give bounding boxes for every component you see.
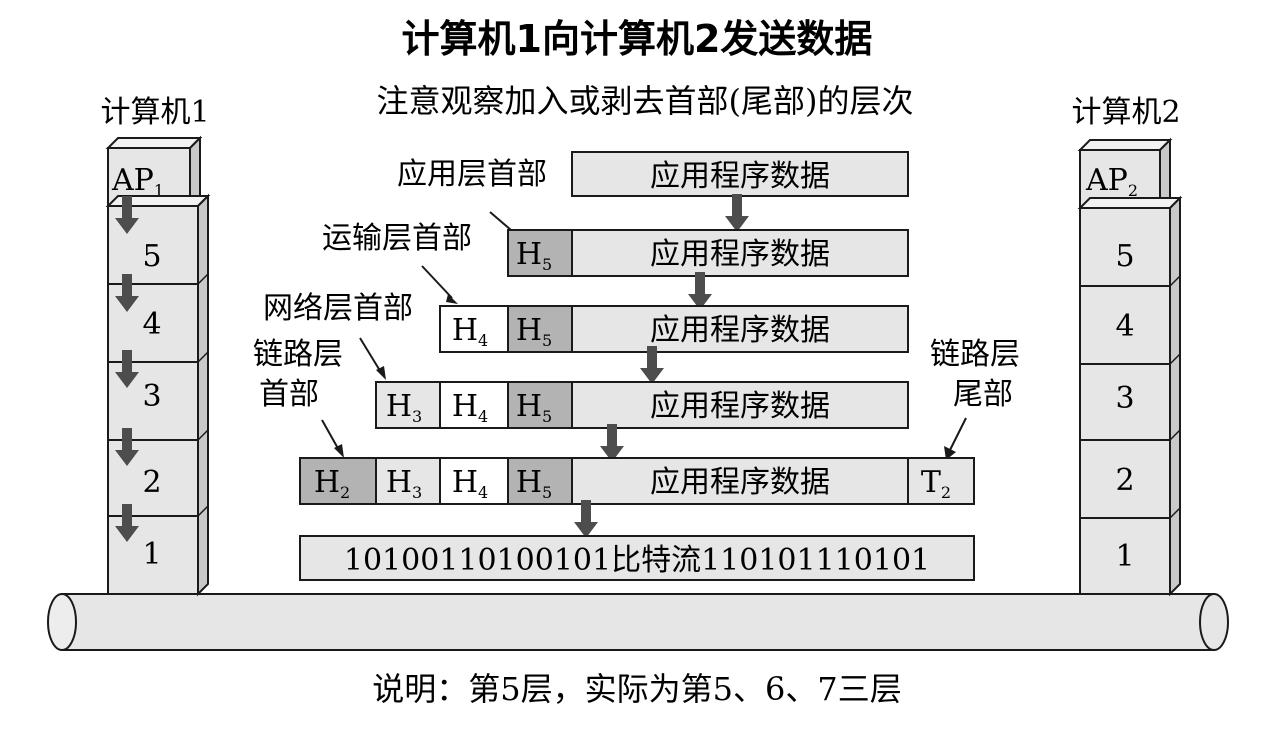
c2-layer-3: 3: [1115, 381, 1134, 416]
computer2-label: 计算机2: [1071, 95, 1180, 130]
encap-down-arrow-icon: [600, 424, 624, 462]
bitstream-row: 10100110100101比特流110101110101: [299, 535, 975, 581]
transport-data-text: 应用程序数据: [650, 237, 830, 272]
diagram-note: 说明：第5层，实际为第5、6、7三层: [372, 670, 901, 708]
h5-cell: [507, 381, 573, 429]
frame-data-text: 应用程序数据: [650, 465, 830, 500]
app-data-text: 应用程序数据: [650, 159, 830, 194]
computer1-stack: 计算机1 AP1 5 4 3 2 1: [100, 95, 211, 597]
diagram-title: 计算机1向计算机2发送数据: [402, 17, 873, 61]
h3-label: H3: [386, 465, 422, 502]
computer2-ap-label: AP2: [1085, 163, 1138, 200]
c2-layer-1: 1: [1115, 539, 1134, 574]
link-trailer-label-line2: 尾部: [953, 377, 1013, 412]
encap-down-arrow-icon: [725, 194, 749, 232]
network-data-cell: [571, 305, 909, 353]
h2-cell: [299, 457, 377, 505]
bitstream-cell: [299, 535, 975, 581]
h5-cell: [507, 457, 573, 505]
c1-layer-3: 3: [142, 379, 161, 414]
link-data-cell: [571, 381, 909, 429]
network-header-label: 网络层首部: [263, 291, 413, 326]
h3-label: H3: [386, 389, 422, 426]
network-data-text: 应用程序数据: [650, 313, 830, 348]
encap-down-arrow-icon: [688, 272, 712, 310]
c1-layer-5: 5: [142, 239, 161, 274]
h5-label: H5: [516, 389, 552, 426]
c1-layer-4: 4: [142, 307, 161, 342]
h5-cell: [507, 305, 573, 353]
h4-cell: [439, 457, 509, 505]
transport-data-cell: [571, 229, 909, 277]
h4-label: H4: [452, 313, 488, 350]
c1-layer-2: 2: [142, 465, 161, 500]
network-cable: [47, 593, 1229, 651]
link-header-label-line1: 链路层: [253, 337, 343, 372]
bitstream-text: 10100110100101比特流110101110101: [344, 543, 930, 578]
link-header-label-line2: 首部: [259, 377, 319, 412]
h4-cell: [439, 381, 509, 429]
c2-layer-2: 2: [1115, 463, 1134, 498]
network-layer-row: 网络层首部 H4 H5 应用程序数据: [263, 265, 909, 353]
app-header-label: 应用层首部: [397, 157, 547, 192]
link-trailer-label-line1: 链路层: [930, 337, 1020, 372]
h4-label: H4: [452, 389, 488, 426]
h2-label: H2: [314, 465, 350, 502]
h4-cell: [439, 305, 509, 353]
c2-layer-4: 4: [1115, 309, 1134, 344]
transport-layer-row: 运输层首部 H5 应用程序数据: [322, 211, 909, 277]
h5-label: H5: [516, 237, 552, 274]
h5-label: H5: [516, 313, 552, 350]
link-data-text: 应用程序数据: [650, 389, 830, 424]
computer1-ap-label: AP1: [111, 163, 164, 200]
h5-label: H5: [516, 465, 552, 502]
t2-label: T2: [921, 465, 951, 502]
computer2-stack: 计算机2 AP2 5 4 3 2 1: [1071, 95, 1183, 597]
frame-row: H2 H3 H4 H5 应用程序数据 T2: [299, 417, 975, 505]
encap-down-arrow-icon: [574, 500, 598, 538]
h4-label: H4: [452, 465, 488, 502]
c2-layer-5: 5: [1115, 239, 1134, 274]
t2-cell: [907, 457, 975, 505]
computer1-label: 计算机1: [100, 95, 209, 130]
diagram-subtitle: 注意观察加入或剥去首部(尾部)的层次: [377, 82, 914, 120]
transport-header-label: 运输层首部: [322, 221, 472, 256]
c1-layer-1: 1: [142, 537, 161, 572]
app-layer-row: 应用层首部 应用程序数据: [397, 151, 909, 197]
link-layer-row-upper: 链路层 首部 H3 H4 H5 应用程序数据 链路层 尾部: [253, 337, 1020, 429]
